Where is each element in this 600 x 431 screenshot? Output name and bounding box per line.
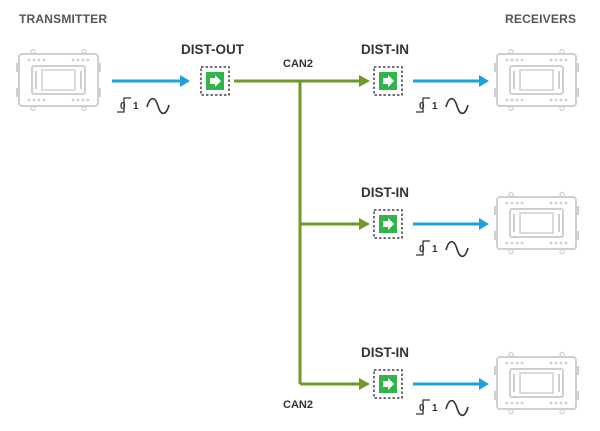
signal-icon-transmitter: [116, 97, 170, 115]
receiver-device-icon-2: [493, 191, 580, 255]
transmitter-device-icon: [15, 48, 102, 112]
signal-icon-receiver-2: [415, 240, 469, 258]
receiver-device-icon-1: [493, 48, 580, 112]
can-bus-label-top: CAN2: [283, 58, 313, 70]
dist-in-module-icon-3: [373, 369, 403, 399]
transmitter-heading: TRANSMITTER: [19, 12, 108, 26]
can-bus-label-bottom: CAN2: [283, 399, 313, 411]
signal-icon-receiver-3: [415, 399, 469, 417]
can-bus: [234, 75, 370, 390]
analog-arrows: [112, 75, 489, 390]
dist-in-module-icon-1: [373, 66, 403, 96]
dist-in-label-2: DIST-IN: [361, 185, 410, 200]
dist-in-label-3: DIST-IN: [361, 345, 410, 360]
signal-icon-receiver-1: [415, 97, 469, 115]
dist-out-label: DIST-OUT: [181, 42, 244, 57]
receiver-device-icon-3: [493, 351, 580, 415]
dist-out-module-icon: [200, 66, 230, 96]
receivers-heading: RECEIVERS: [505, 12, 577, 26]
dist-in-label-1: DIST-IN: [361, 42, 410, 57]
dist-in-module-icon-2: [373, 209, 403, 239]
